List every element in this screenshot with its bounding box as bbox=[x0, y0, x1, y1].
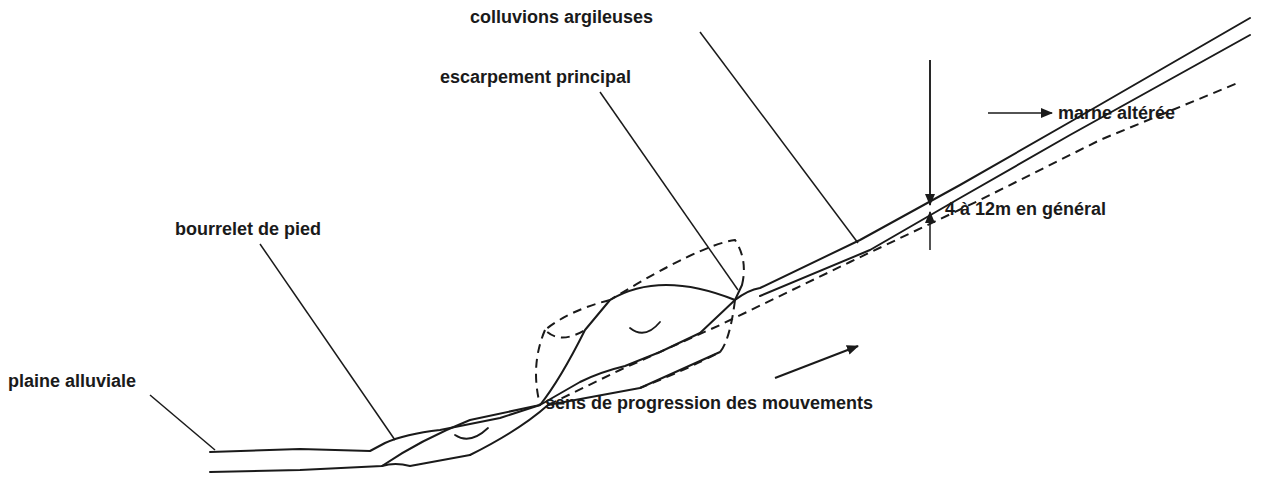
block-boundary bbox=[540, 285, 742, 405]
leader-line bbox=[150, 395, 215, 450]
leader-line bbox=[600, 92, 738, 290]
slip-surface bbox=[536, 330, 545, 405]
leader-line bbox=[260, 244, 395, 440]
dimension-arrow bbox=[929, 212, 931, 250]
leader-line bbox=[988, 112, 1052, 114]
feature-label: bourrelet de pied bbox=[175, 218, 321, 240]
colluvium-line bbox=[760, 35, 1250, 296]
feature-label: escarpement principal bbox=[440, 66, 631, 88]
direction-arrow bbox=[775, 346, 858, 378]
dimension-line bbox=[929, 60, 931, 205]
layer-label: colluvions argileuses bbox=[470, 6, 653, 28]
ground-surface bbox=[210, 18, 1250, 452]
rotation-mark bbox=[455, 428, 488, 439]
slip-surface bbox=[640, 300, 735, 388]
slip-surface bbox=[545, 300, 610, 338]
rotation-mark bbox=[630, 322, 660, 333]
layer-label: marne altérée bbox=[1058, 102, 1175, 124]
dimension-arrow bbox=[929, 60, 931, 205]
weathered-marl-top bbox=[548, 82, 1240, 405]
feature-label: plaine alluviale bbox=[8, 370, 136, 392]
plain-base bbox=[210, 455, 470, 472]
foot-bulge bbox=[382, 405, 540, 466]
leader-line bbox=[700, 32, 858, 243]
block-boundary bbox=[470, 405, 548, 455]
direction-label: sens de progression des mouvements bbox=[545, 392, 873, 414]
dimension-label: 4 à 12m en général bbox=[945, 198, 1106, 220]
